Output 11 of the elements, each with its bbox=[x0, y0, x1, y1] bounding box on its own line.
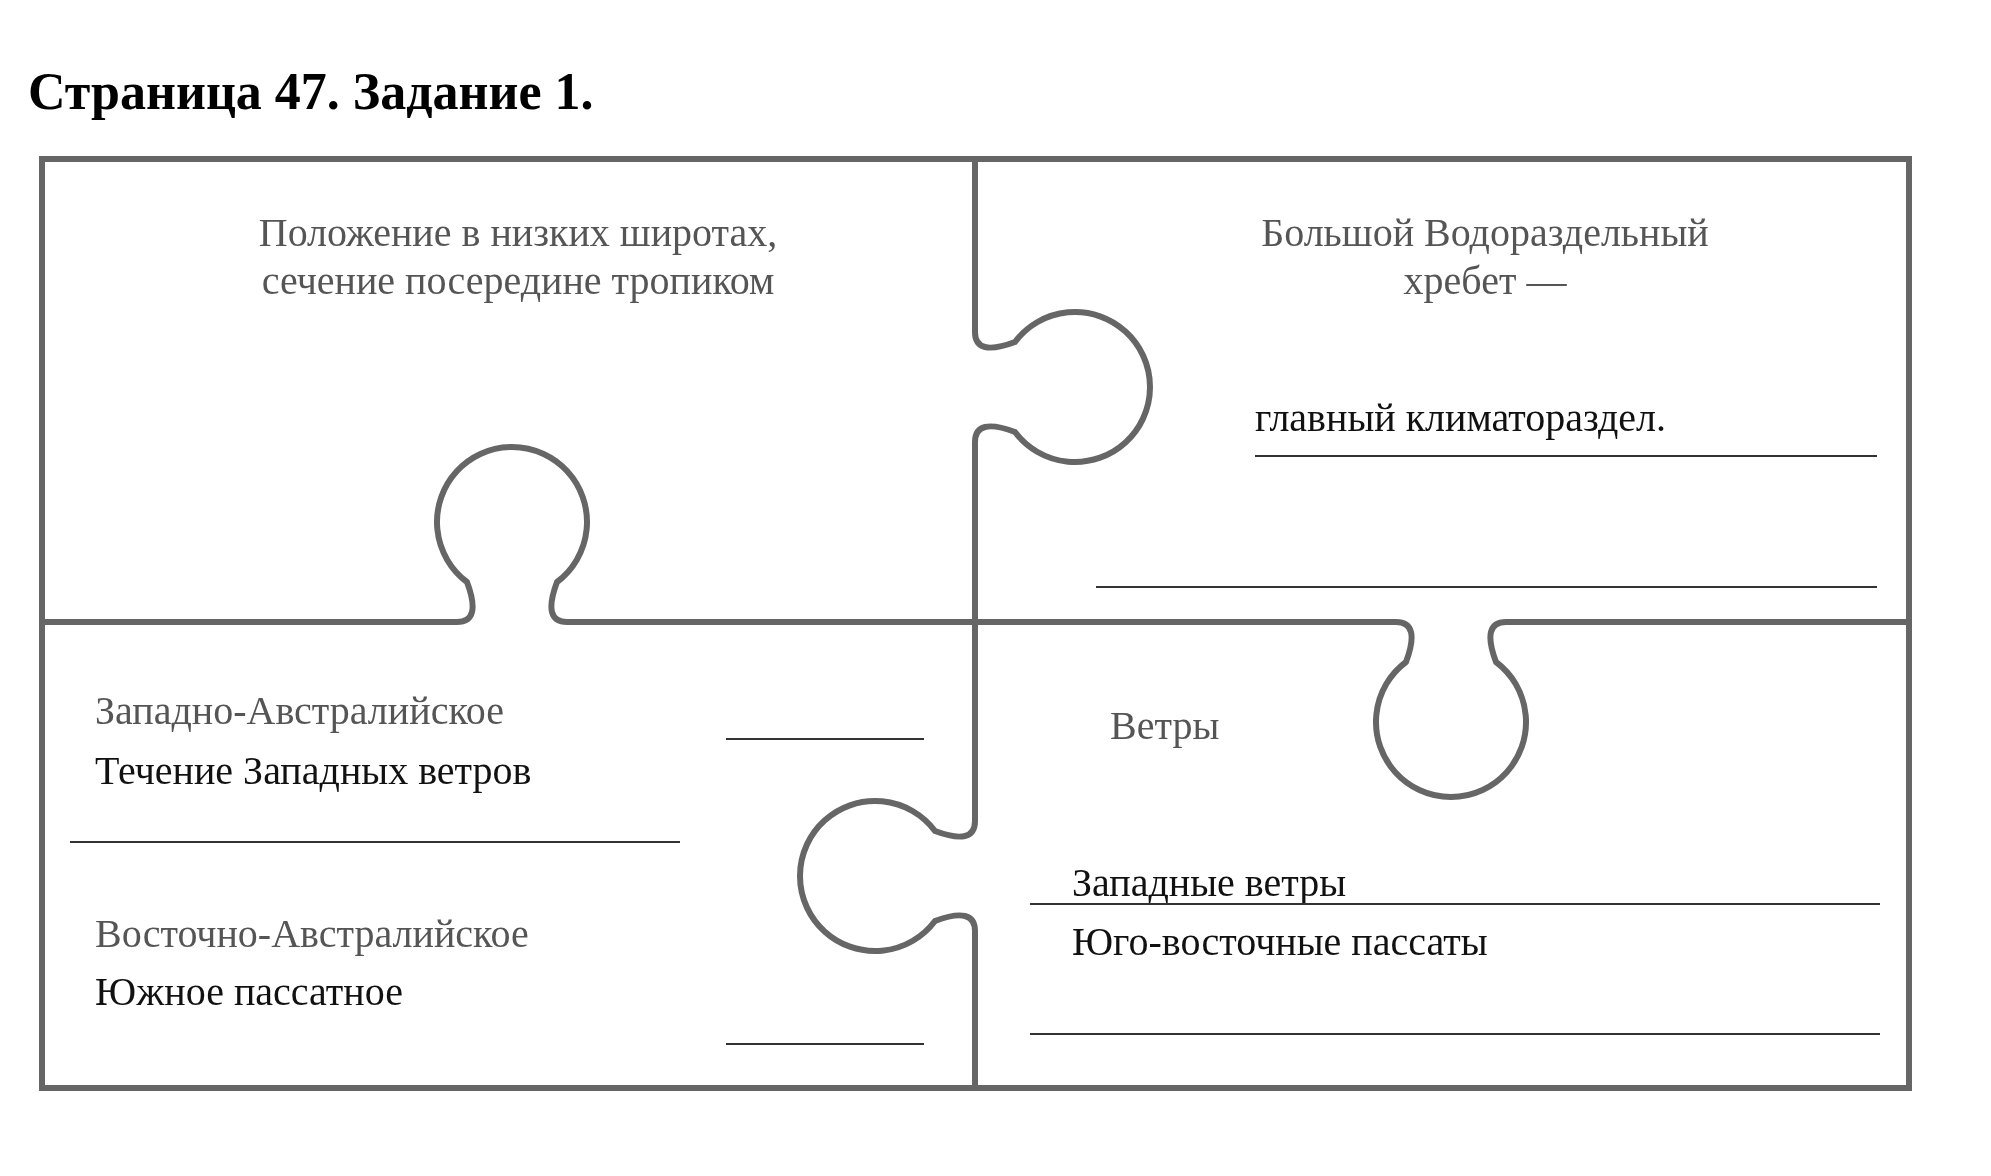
prompt-text: Восточно-Австралийское bbox=[95, 910, 529, 958]
prompt-text: Ветры bbox=[1110, 702, 1220, 750]
prompt-text: Западно-Австралийское bbox=[95, 687, 505, 735]
prompt-text: Положение в низких широтах, сечение посередине тропиком bbox=[257, 209, 779, 305]
answer-text: Течение Западных ветров bbox=[95, 747, 532, 795]
answer-text: Западные ветры bbox=[1072, 859, 1347, 907]
page-title: Страница 47. Задание 1. bbox=[28, 62, 594, 121]
answer-text: Южное пассатное bbox=[95, 968, 403, 1016]
prompt-text: Большой Водораздельный хребет — bbox=[1260, 209, 1710, 305]
answer-text: Юго-восточные пассаты bbox=[1072, 918, 1488, 966]
answer-text: главный климатораздел. bbox=[1255, 394, 1667, 442]
